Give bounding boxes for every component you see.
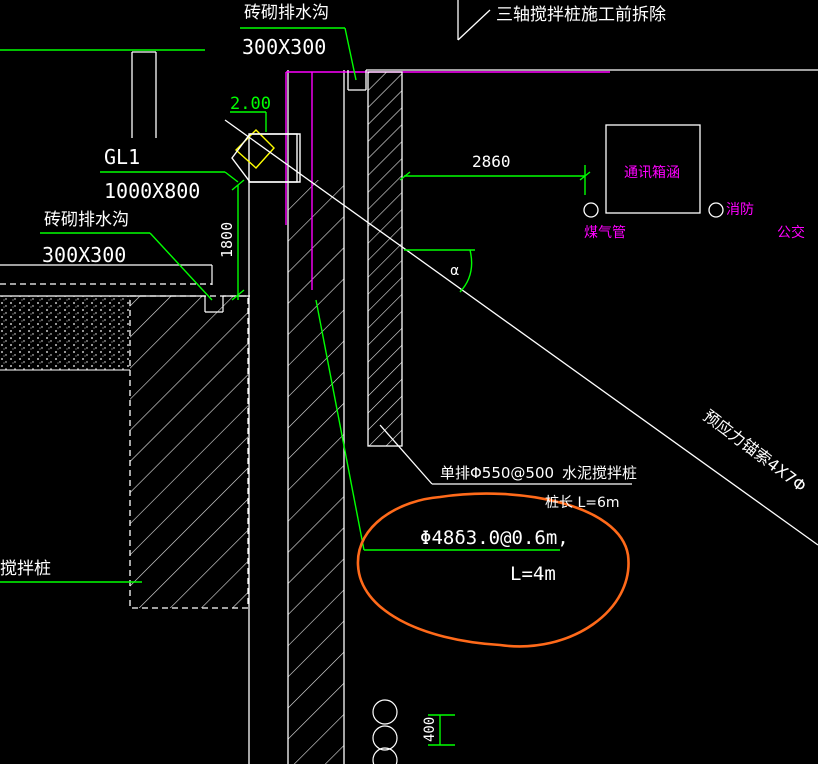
- depth-dimension: [231, 179, 245, 301]
- box-label: 通讯箱涵: [624, 165, 680, 181]
- offset-label: 2.00: [230, 94, 271, 114]
- pile-type: 水泥搅拌桩: [562, 464, 637, 482]
- steel-spec: Φ48δ3.0@0.6m,: [420, 527, 569, 549]
- drain-left-size: 300X300: [42, 243, 126, 267]
- anchor-line: [224, 119, 818, 546]
- comm-box: [605, 124, 701, 214]
- drain-left-leader: [40, 232, 213, 301]
- cement-mixing-pile: [368, 72, 402, 446]
- drain-top-leader: [240, 27, 357, 81]
- distance-label: 2860: [472, 152, 511, 171]
- left-pile-label: 搅拌桩: [0, 559, 51, 579]
- anchor-label: 预应力锚索4X7Φ: [700, 406, 810, 496]
- gl1-beam: [231, 129, 301, 183]
- drain-top: [347, 69, 818, 91]
- beam-name: GL1: [104, 145, 140, 169]
- fire-label: 消防: [726, 202, 754, 218]
- drain-left-name: 砖砌排水沟: [44, 210, 129, 230]
- distance-dimension: [399, 165, 591, 195]
- angle-label: α: [450, 263, 459, 279]
- gas-label: 煤气管: [584, 225, 626, 241]
- gas-pipe-icon: [583, 202, 599, 218]
- left-mixing-pile: [130, 296, 248, 608]
- beam-size: 1000X800: [104, 179, 200, 203]
- drain-top-size: 300X300: [242, 35, 326, 59]
- demolish-note: 三轴搅拌桩施工前拆除: [496, 5, 666, 25]
- angle-dimension: [404, 249, 475, 293]
- pile-spec: 单排Φ550@500: [440, 464, 554, 482]
- left-column-outline: [131, 51, 157, 138]
- spacing-label: 400: [422, 717, 438, 742]
- transit-label: 公交: [777, 224, 805, 241]
- bottom-pile-circles: [372, 699, 398, 764]
- pile-spec-leader: [379, 424, 632, 485]
- steel-leader: [315, 299, 560, 551]
- gl1-leader: [100, 111, 267, 183]
- spacing-dimension: [428, 714, 455, 746]
- soil-fill: [0, 296, 130, 370]
- steel-length: L=4m: [510, 563, 556, 585]
- fire-pipe-icon: [708, 202, 724, 218]
- pile-length: 桩长 L=6m: [545, 494, 620, 511]
- magenta-boundary: [285, 71, 610, 290]
- drain-top-name: 砖砌排水沟: [244, 3, 329, 23]
- retaining-wall: [288, 180, 344, 764]
- depth-label: 1800: [218, 222, 236, 258]
- highlight-circle: [356, 492, 630, 648]
